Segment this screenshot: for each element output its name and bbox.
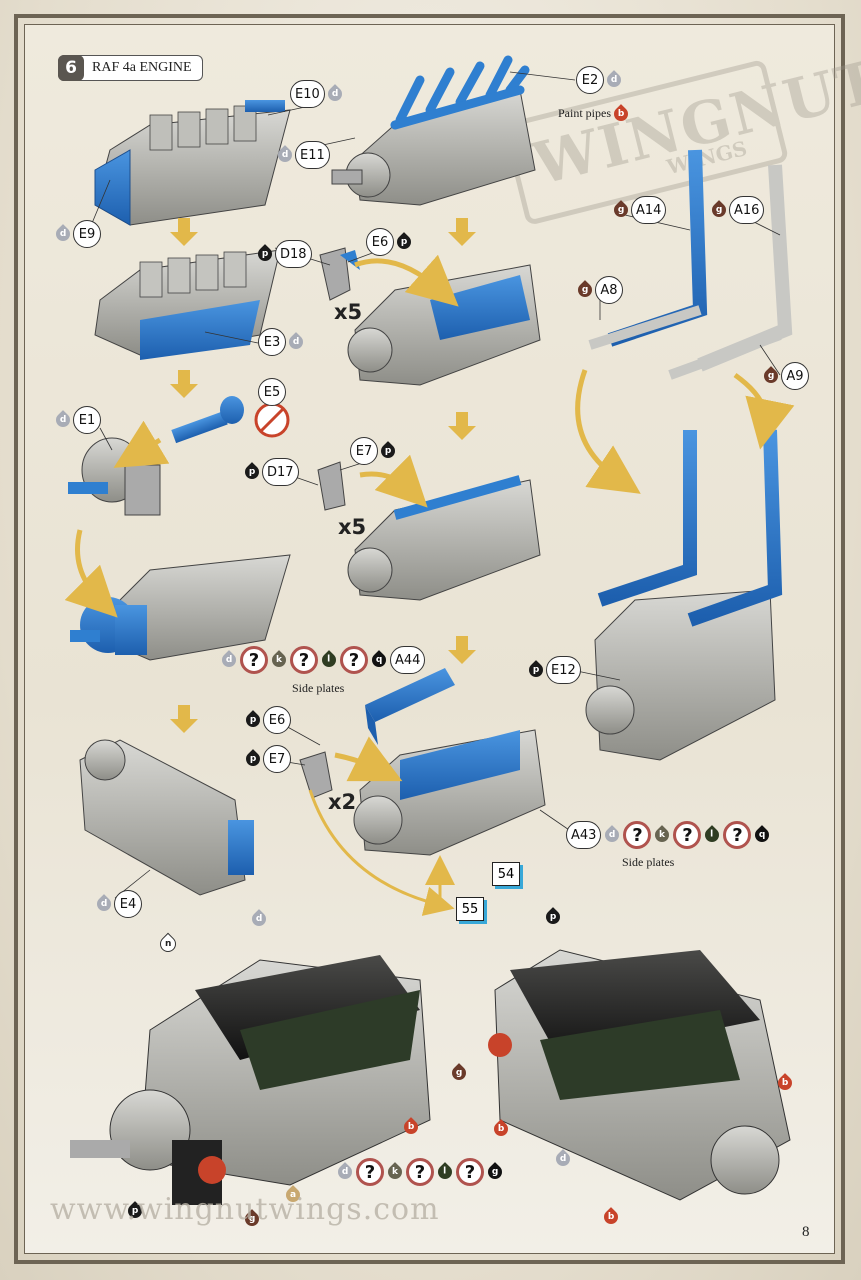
engine-side-plate-step [299, 729, 546, 856]
paint-d-top-left: d [249, 909, 269, 929]
bottom-paint-mix: d ? k ? l ? g [335, 1158, 505, 1186]
unknown-color-icon: ? [456, 1158, 484, 1186]
paint-drop-p: p [243, 710, 263, 730]
paint-drop-b: b [611, 103, 631, 124]
unknown-color-icon: ? [673, 821, 702, 849]
callout-e5: E5 [258, 378, 286, 406]
paint-drop-d: d [53, 410, 73, 430]
callout-e6-second: p E6 [243, 706, 291, 734]
engine-rocker-step [319, 247, 541, 386]
paint-drop-d: d [275, 145, 295, 165]
unknown-color-icon: ? [290, 646, 318, 674]
paint-drop-p: p [242, 462, 262, 482]
engine-crankcase-e4 [79, 739, 254, 896]
callout-e12: p E12 [526, 656, 581, 684]
painted-engine-left [70, 955, 431, 1205]
callout-e1: d E1 [53, 406, 101, 434]
unknown-color-icon: ? [723, 821, 752, 849]
engine-crankcase-e1-assembled [70, 554, 291, 661]
paint-p-right-top: p [543, 907, 563, 927]
callout-e3: E3 d [258, 328, 306, 356]
side-plates-caption-2: Side plates [622, 855, 675, 869]
callout-e9: d E9 [53, 220, 101, 248]
paint-drop-p: p [378, 441, 398, 461]
paint-d-right: d [553, 1149, 573, 1169]
callout-a9: g A9 [761, 362, 809, 390]
paint-drop-g: g [761, 366, 781, 386]
page-ref-55[interactable]: 55 [456, 897, 484, 921]
paint-drop-d: d [604, 70, 624, 90]
assembly-arrows [64, 254, 795, 916]
paint-n-left: n [156, 932, 180, 956]
page-ref-54[interactable]: 54 [492, 862, 520, 886]
paint-b-right-left: b [491, 1119, 511, 1139]
paint-b-right-bottom: b [601, 1207, 621, 1227]
paint-b-right: b [775, 1073, 795, 1093]
engine-valve-step [317, 461, 541, 601]
paint-b-left: b [401, 1117, 421, 1137]
callout-e2: E2 d [576, 66, 624, 94]
paint-drop-g: g [575, 280, 595, 300]
paint-drop-g: g [709, 200, 729, 220]
paint-g-right: g [449, 1063, 469, 1083]
engine-with-exhaust-e12 [585, 429, 783, 761]
paint-drop-p: p [394, 232, 414, 252]
paint-drop-p: p [243, 749, 263, 769]
unknown-color-icon: ? [623, 821, 652, 849]
callout-a16: g A16 [709, 196, 765, 224]
step-down-arrows [170, 218, 476, 733]
callout-e11: d E11 [275, 141, 330, 169]
website-watermark: www.wingnutwings.com [50, 1192, 440, 1227]
paint-drop-d: d [324, 84, 345, 104]
callout-a8: g A8 [575, 276, 623, 304]
step-header: 6 RAF 4a ENGINE [58, 55, 203, 81]
step-title: RAF 4a ENGINE [92, 60, 192, 75]
paint-drop-g: g [611, 200, 631, 220]
side-plates-caption: Side plates [292, 681, 345, 695]
page-border-outer [14, 14, 845, 1264]
callout-e6: E6 p [366, 228, 414, 256]
exhaust-pipes-a14-a16 [588, 149, 793, 380]
unknown-color-icon: ? [406, 1158, 434, 1186]
callout-e4: d E4 [94, 890, 142, 918]
paint-drop-p: p [255, 244, 275, 264]
callout-e7: E7 p [350, 437, 398, 465]
callout-d18: p D18 [255, 240, 312, 268]
engine-crankcase-e3 [94, 249, 281, 360]
paint-pipes-note: Paint pipes b [558, 103, 631, 124]
callout-e7-second: p E7 [243, 745, 291, 773]
side-plates-paint-mix-2: A43 d ? k ? l ? q [566, 821, 773, 849]
side-plates-paint-mix: d ? k ? l ? q A44 [219, 646, 426, 674]
part-e5-shaft [171, 396, 290, 444]
multiplier-x2: x2 [328, 790, 357, 814]
unknown-color-icon: ? [356, 1158, 384, 1186]
paint-drop-d: d [94, 894, 114, 914]
engine-with-intake-e2 [331, 55, 536, 206]
callout-e10: E10 d [290, 80, 345, 108]
part-a44-side-plates [365, 668, 455, 745]
callout-a14: g A14 [611, 196, 667, 224]
multiplier-x5-valves: x5 [338, 515, 367, 539]
paint-drop-p: p [526, 660, 546, 680]
multiplier-x5-rockers: x5 [334, 300, 363, 324]
painted-engine-right [488, 949, 791, 1201]
step-number: 6 [58, 55, 84, 81]
callout-d17: p D17 [242, 458, 299, 486]
paint-drop-d: d [286, 332, 306, 352]
paint-drop-d: d [53, 224, 73, 244]
unknown-color-icon: ? [240, 646, 268, 674]
engine-crankcase-e9 [94, 100, 291, 226]
page-number: 8 [802, 1224, 810, 1240]
unknown-color-icon: ? [340, 646, 368, 674]
